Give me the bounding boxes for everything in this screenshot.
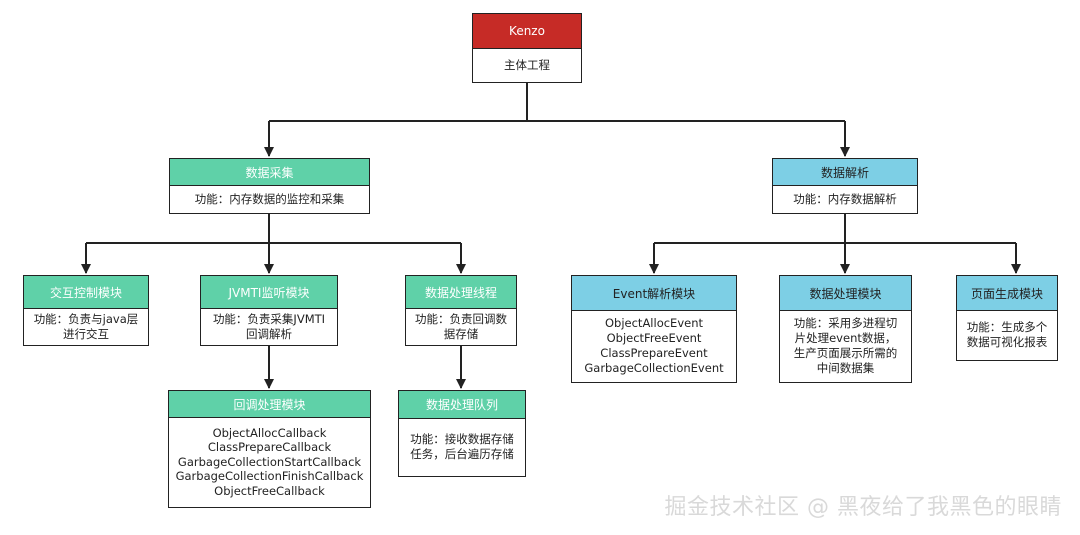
node-event-parse-title: Event解析模块 xyxy=(572,276,736,311)
node-kenzo-title: Kenzo xyxy=(473,14,581,49)
node-data-process-line-4: 中间数据集 xyxy=(816,361,875,375)
node-data-parse-body: 功能：内存数据解析 xyxy=(773,186,917,212)
node-page-gen-line-1: 功能：生成多个 xyxy=(966,320,1048,334)
node-event-parse-body: ObjectAllocEvent ObjectFreeEvent ClassPr… xyxy=(572,311,736,381)
node-data-collect-body: 功能：内存数据的监控和采集 xyxy=(170,186,369,212)
node-jvmti-line-1: 功能：负责采集JVMTI xyxy=(212,311,326,326)
node-data-process-body: 功能：采用多进程切 片处理event数据， 生产页面展示所需的 中间数据集 xyxy=(780,311,911,381)
node-page-gen: 页面生成模块 功能：生成多个 数据可视化报表 xyxy=(956,275,1058,361)
watermark: 掘金技术社区 @ 黑夜给了我黑色的眼睛 xyxy=(664,495,1062,520)
node-callback-process-line-3: GarbageCollectionStartCallback xyxy=(177,454,362,469)
node-data-parse-title: 数据解析 xyxy=(773,159,917,186)
node-page-gen-line-2: 数据可视化报表 xyxy=(966,335,1048,349)
node-data-collect: 数据采集 功能：内存数据的监控和采集 xyxy=(169,158,370,214)
node-callback-process-body: ObjectAllocCallback ClassPrepareCallback… xyxy=(169,418,370,506)
node-process-queue-title: 数据处理队列 xyxy=(399,391,525,419)
node-data-process-line-2: 片处理event数据， xyxy=(794,331,897,345)
node-callback-process-line-4: GarbageCollectionFinishCallback xyxy=(175,469,364,484)
node-kenzo-line: 主体工程 xyxy=(504,58,550,72)
node-data-parse: 数据解析 功能：内存数据解析 xyxy=(772,158,918,214)
node-page-gen-title: 页面生成模块 xyxy=(957,276,1057,311)
node-process-thread-line-2: 据存储 xyxy=(443,326,479,341)
node-jvmti-line-2: 回调解析 xyxy=(246,326,292,341)
node-event-parse-line-3: ClassPrepareEvent xyxy=(600,346,708,360)
node-event-parse: Event解析模块 ObjectAllocEvent ObjectFreeEve… xyxy=(571,275,737,383)
node-jvmti-title: JVMTI监听模块 xyxy=(201,276,337,309)
node-kenzo-body: 主体工程 xyxy=(473,49,581,82)
node-callback-process: 回调处理模块 ObjectAllocCallback ClassPrepareC… xyxy=(168,390,371,508)
node-data-process: 数据处理模块 功能：采用多进程切 片处理event数据， 生产页面展示所需的 中… xyxy=(779,275,912,383)
node-callback-process-line-2: ClassPrepareCallback xyxy=(207,440,332,455)
node-event-parse-line-2: ObjectFreeEvent xyxy=(606,331,702,345)
node-interact: 交互控制模块 功能：负责与java层 进行交互 xyxy=(23,275,149,346)
node-data-parse-line: 功能：内存数据解析 xyxy=(793,191,897,206)
node-process-thread-body: 功能：负责回调数 据存储 xyxy=(406,309,516,344)
node-process-queue-body: 功能：接收数据存储 任务，后台遍历存储 xyxy=(399,419,525,475)
node-data-process-line-3: 生产页面展示所需的 xyxy=(793,346,898,360)
node-process-thread-line-1: 功能：负责回调数 xyxy=(415,311,507,326)
node-event-parse-line-1: ObjectAllocEvent xyxy=(604,316,703,330)
node-process-queue: 数据处理队列 功能：接收数据存储 任务，后台遍历存储 xyxy=(398,390,526,477)
node-data-collect-title: 数据采集 xyxy=(170,159,369,186)
node-event-parse-line-4: GarbageCollectionEvent xyxy=(584,361,724,375)
node-kenzo: Kenzo 主体工程 xyxy=(472,13,582,83)
node-jvmti: JVMTI监听模块 功能：负责采集JVMTI 回调解析 xyxy=(200,275,338,346)
node-process-queue-line-1: 功能：接收数据存储 xyxy=(410,432,514,446)
node-interact-line-2: 进行交互 xyxy=(63,326,109,341)
node-process-queue-line-2: 任务，后台遍历存储 xyxy=(410,447,514,461)
node-jvmti-body: 功能：负责采集JVMTI 回调解析 xyxy=(201,309,337,344)
node-interact-title: 交互控制模块 xyxy=(24,276,148,309)
node-process-thread: 数据处理线程 功能：负责回调数 据存储 xyxy=(405,275,517,346)
node-interact-body: 功能：负责与java层 进行交互 xyxy=(24,309,148,344)
node-data-collect-line: 功能：内存数据的监控和采集 xyxy=(194,191,345,206)
node-data-process-title: 数据处理模块 xyxy=(780,276,911,311)
node-page-gen-body: 功能：生成多个 数据可视化报表 xyxy=(957,311,1057,359)
node-process-thread-title: 数据处理线程 xyxy=(406,276,516,309)
node-callback-process-line-5: ObjectFreeCallback xyxy=(214,483,325,498)
node-interact-line-1: 功能：负责与java层 xyxy=(33,311,139,326)
node-callback-process-line-1: ObjectAllocCallback xyxy=(212,425,327,440)
node-callback-process-title: 回调处理模块 xyxy=(169,391,370,418)
node-data-process-line-1: 功能：采用多进程切 xyxy=(793,316,898,330)
